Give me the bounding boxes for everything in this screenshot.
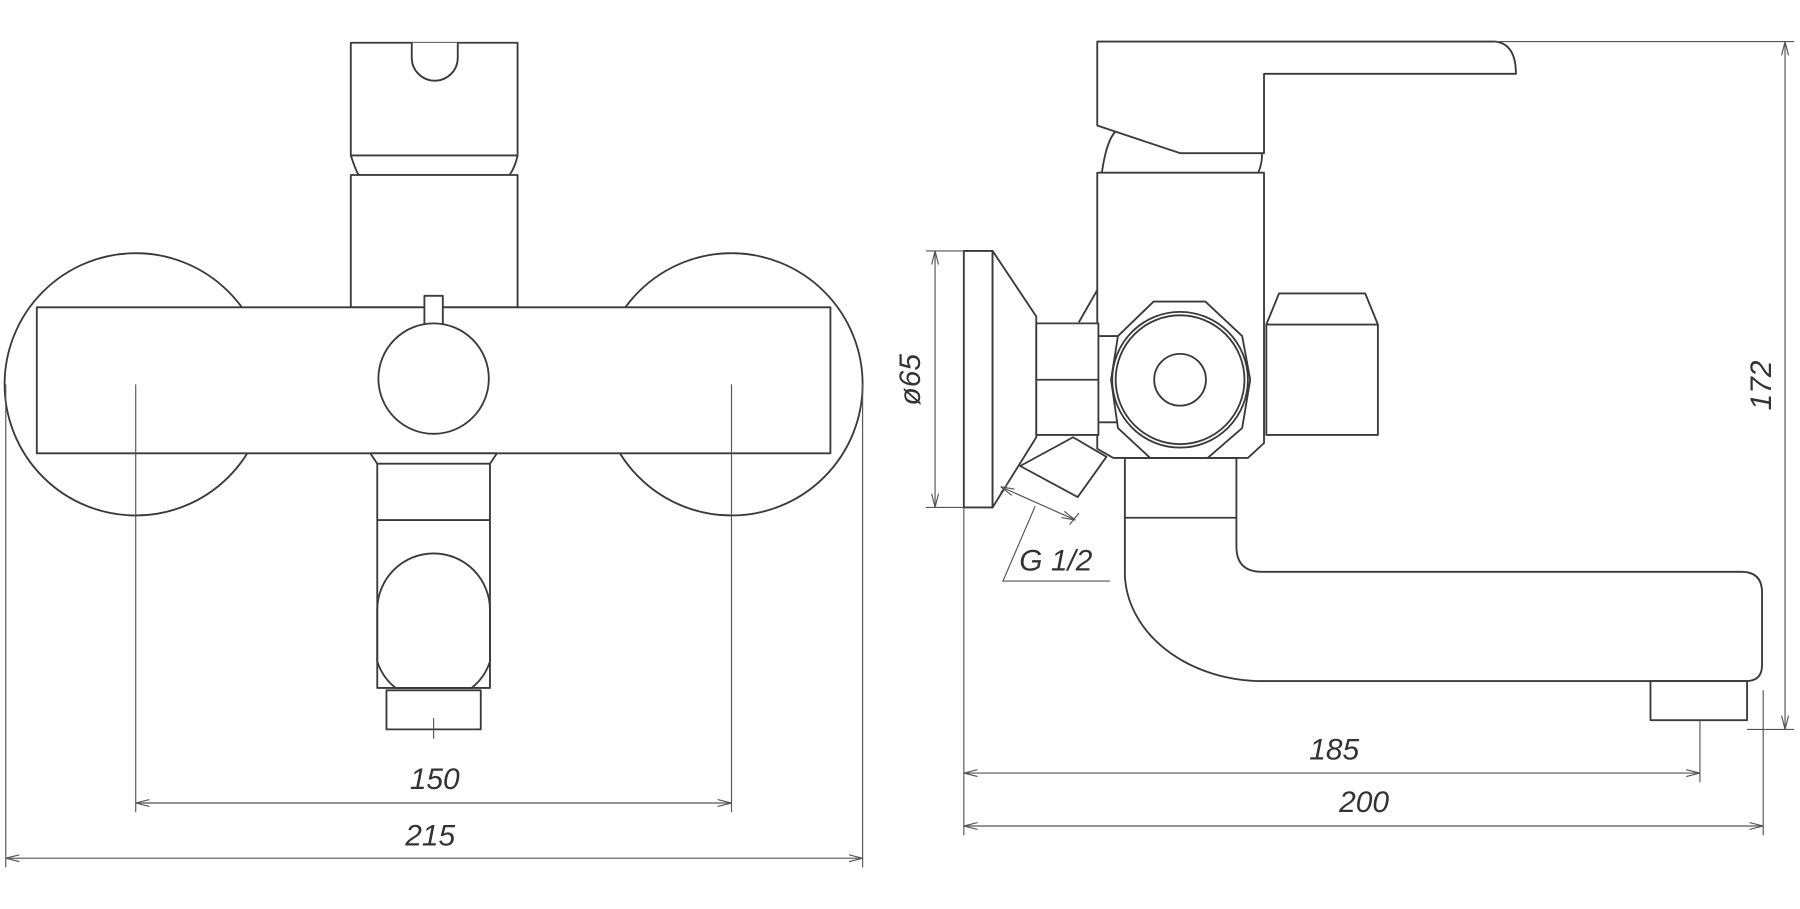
dimension-label-185: 185 — [1309, 733, 1359, 766]
spout-body — [369, 452, 498, 689]
spout-bend — [376, 552, 491, 689]
wall-flange-side — [962, 250, 994, 509]
side-view: ø65 G 1/2 185 200 172 — [894, 40, 1795, 836]
side-aerator — [1649, 680, 1749, 722]
hex-nut — [1110, 300, 1252, 459]
dimension-line-thread — [1001, 487, 1076, 520]
dimension-label-150: 150 — [410, 763, 460, 796]
dimension-label-172: 172 — [1745, 360, 1778, 410]
side-handle-dome — [1100, 130, 1263, 174]
dimension-label-thread: G 1/2 — [1019, 545, 1092, 578]
inlet-pipe — [1019, 436, 1108, 498]
flange-cone — [991, 250, 1038, 509]
cartridge-body — [349, 174, 519, 309]
diverter-knob — [377, 322, 490, 435]
diverter-block — [1265, 292, 1379, 436]
handle-dome — [349, 155, 519, 176]
diverter-stem — [423, 294, 444, 327]
side-lever-handle — [1096, 40, 1517, 155]
side-spout — [1123, 457, 1763, 683]
dimension-label-diameter: ø65 — [894, 354, 927, 406]
handle-notch — [410, 42, 459, 82]
dimension-label-200: 200 — [1338, 786, 1389, 819]
dimension-label-215: 215 — [404, 820, 455, 853]
nut-bore — [1153, 352, 1207, 407]
front-view: 150 215 — [3, 41, 864, 868]
